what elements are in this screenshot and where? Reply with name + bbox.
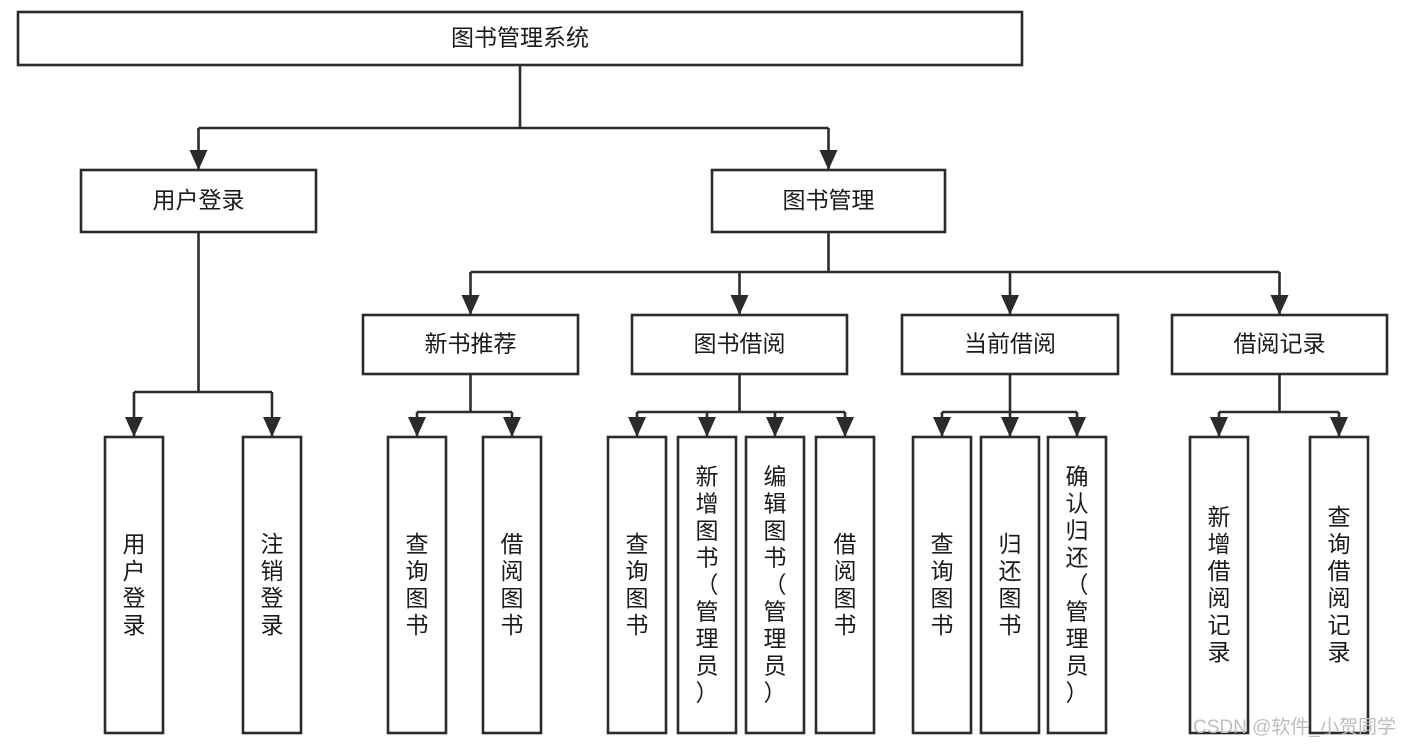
node-leaf-0-label: 用户登录 (123, 531, 146, 638)
node-root[interactable]: 图书管理系统 (16, 10, 1024, 67)
node-l3-1[interactable]: 图书借阅 (630, 313, 849, 376)
conn-l3-1-arrow-0 (628, 417, 646, 437)
node-leaf-9-box[interactable] (979, 435, 1041, 735)
node-l3-1-box[interactable] (630, 313, 849, 376)
conn-l3-2-arrow-2 (1068, 417, 1086, 437)
node-leaf-3-label: 借阅图书 (501, 531, 524, 638)
node-leaf-1[interactable]: 注销登录 (241, 435, 303, 735)
node-l3-1-label: 图书借阅 (694, 331, 786, 357)
node-leaf-12-label: 查询借阅记录 (1328, 504, 1351, 665)
node-leaf-10-box[interactable] (1046, 435, 1108, 735)
conn-l3-3-arrow-0 (1210, 417, 1228, 437)
node-leaf-10[interactable]: 确认归还（管理员） (1046, 435, 1108, 735)
node-leaf-7-label: 借阅图书 (834, 531, 857, 638)
node-leaf-2-label: 查询图书 (406, 531, 429, 638)
node-l3-2[interactable]: 当前借阅 (900, 313, 1120, 376)
node-leaf-2[interactable]: 查询图书 (386, 435, 448, 735)
node-leaf-7-box[interactable] (814, 435, 876, 735)
node-leaf-5[interactable]: 新增图书（管理员） (676, 435, 738, 735)
conn-l3-1-arrow-1 (698, 417, 716, 437)
node-leaf-3-box[interactable] (481, 435, 543, 735)
node-leaf-9-label: 归还图书 (999, 531, 1022, 638)
node-leaf-3[interactable]: 借阅图书 (481, 435, 543, 735)
csdn-watermark: CSDN @软件_小贺同学 (1193, 716, 1396, 738)
node-l2-0-label: 用户登录 (153, 187, 245, 213)
conn-root-arrow-0 (189, 150, 208, 170)
node-leaf-6-label: 编辑图书（管理员） (764, 464, 787, 706)
node-l2-1[interactable]: 图书管理 (710, 168, 947, 234)
node-leaf-4-box[interactable] (606, 435, 668, 735)
conn-books-arrow-0 (461, 295, 480, 315)
node-leaf-1-box[interactable] (241, 435, 303, 735)
node-leaf-4-label: 查询图书 (626, 531, 649, 638)
node-leaf-4[interactable]: 查询图书 (606, 435, 668, 735)
node-leaf-8-box[interactable] (911, 435, 973, 735)
node-leaf-5-box[interactable] (676, 435, 738, 735)
node-leaf-0[interactable]: 用户登录 (103, 435, 165, 735)
node-l3-0-label: 新书推荐 (425, 331, 517, 357)
node-l2-1-label: 图书管理 (783, 187, 875, 213)
node-leaf-12[interactable]: 查询借阅记录 (1308, 435, 1370, 735)
conn-books-arrow-2 (1001, 295, 1019, 315)
node-leaf-11-label: 新增借阅记录 (1208, 504, 1231, 665)
node-root-label: 图书管理系统 (451, 25, 589, 51)
node-l3-3-label: 借阅记录 (1234, 331, 1326, 357)
node-l3-3[interactable]: 借阅记录 (1170, 313, 1389, 376)
conn-books-arrow-3 (1270, 295, 1289, 315)
conn-l3-2-arrow-1 (1001, 417, 1019, 437)
connector-layer (125, 65, 1348, 437)
node-layer: 图书管理系统用户登录图书管理新书推荐图书借阅当前借阅借阅记录用户登录注销登录查询… (16, 10, 1389, 735)
node-l3-2-label: 当前借阅 (964, 331, 1056, 357)
conn-root-arrow-1 (819, 150, 838, 170)
conn-l3-0-arrow-0 (408, 417, 426, 437)
conn-l3-2-arrow-0 (933, 417, 951, 437)
node-leaf-2-box[interactable] (386, 435, 448, 735)
node-leaf-11[interactable]: 新增借阅记录 (1188, 435, 1250, 735)
conn-login-arrow-0 (125, 417, 143, 437)
node-l2-0-box[interactable] (79, 168, 318, 234)
conn-l3-0-arrow-1 (503, 417, 521, 437)
node-leaf-7[interactable]: 借阅图书 (814, 435, 876, 735)
node-leaf-8[interactable]: 查询图书 (911, 435, 973, 735)
conn-l3-3-arrow-1 (1330, 417, 1348, 437)
node-leaf-10-label: 确认归还（管理员） (1066, 464, 1089, 706)
node-leaf-12-box[interactable] (1308, 435, 1370, 735)
conn-l3-1-arrow-2 (766, 417, 784, 437)
node-leaf-5-label: 新增图书（管理员） (696, 464, 719, 706)
node-l2-0[interactable]: 用户登录 (79, 168, 318, 234)
node-leaf-8-label: 查询图书 (931, 531, 954, 638)
node-l3-0-box[interactable] (361, 313, 580, 376)
node-leaf-0-box[interactable] (103, 435, 165, 735)
node-leaf-6-box[interactable] (744, 435, 806, 735)
node-leaf-1-label: 注销登录 (261, 531, 284, 638)
conn-l3-1-arrow-3 (836, 417, 854, 437)
conn-login-arrow-1 (263, 417, 281, 437)
node-l3-3-box[interactable] (1170, 313, 1389, 376)
node-l3-2-box[interactable] (900, 313, 1120, 376)
node-leaf-9[interactable]: 归还图书 (979, 435, 1041, 735)
node-l2-1-box[interactable] (710, 168, 947, 234)
node-leaf-11-box[interactable] (1188, 435, 1250, 735)
node-root-box[interactable] (16, 10, 1024, 67)
node-l3-0[interactable]: 新书推荐 (361, 313, 580, 376)
conn-books-arrow-1 (730, 295, 749, 315)
node-leaf-6[interactable]: 编辑图书（管理员） (744, 435, 806, 735)
